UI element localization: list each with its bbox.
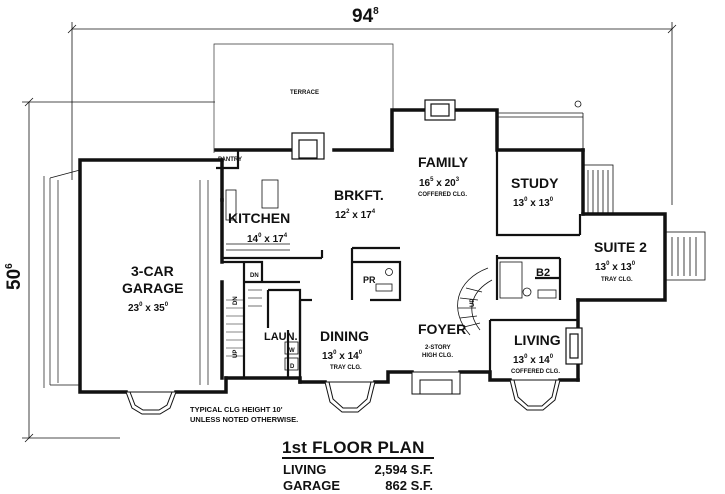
kitchen-counters [225,179,290,251]
study-label: STUDY [511,175,559,191]
brkft-label: BRKFT. [334,187,384,203]
living-label: LIVING [514,332,561,348]
study-size: 130 x 130 [513,197,554,209]
windows [497,100,584,150]
dining-note: TRAY CLG. [330,365,362,371]
ceiling-height-note: TYPICAL CLG HEIGHT 10' UNLESS NOTED OTHE… [190,405,298,425]
laundry-label: LAUN. [264,331,298,343]
width-dimension-label: 948 [352,6,379,27]
dining-label: DINING [320,328,369,344]
bay-windows [125,371,561,415]
note-line-1: TYPICAL CLG HEIGHT 10' [190,405,283,414]
living-size: 130 x 140 [513,354,554,366]
family-size: 165 x 203 [419,177,460,189]
area-name: LIVING [283,462,327,477]
area-name: GARAGE [283,478,341,493]
terrace-label: TERRACE [290,90,319,96]
dn-label-lower: DN [233,296,239,305]
garage-size: 230 x 350 [128,302,169,314]
suite2-label: SUITE 2 [594,239,647,255]
bath-fixtures [284,261,557,371]
depth-dimension-label: 506 [4,263,25,290]
kitchen-label: KITCHEN [228,210,290,226]
garage-label-2: GARAGE [122,280,183,296]
fireplace-icon [291,99,583,365]
suite2-size: 130 x 130 [595,261,636,273]
dryer-label: D [290,364,295,370]
b2-label: B2 [536,267,550,279]
area-row-living: LIVING 2,594 S.F. [283,462,433,478]
foyer-note-2: HIGH CLG. [422,353,453,359]
brkft-size: 122 x 174 [335,209,376,221]
suite2-note: TRAY CLG. [601,277,633,283]
garage-details [43,169,209,388]
terrace-outline [213,43,394,153]
straight-stairs [226,289,262,357]
up-label-stair: UP [233,350,239,358]
exterior-walls [78,108,667,394]
area-row-garage: GARAGE 862 S.F. [283,478,433,494]
dining-size: 130 x 140 [322,350,363,362]
garage-label: 3-CAR [131,263,174,279]
family-label: FAMILY [418,154,469,170]
pantry-label: PANTRY [218,157,242,163]
area-value: 862 S.F. [385,478,433,493]
width-dimension [67,22,677,205]
dn-label-upper: DN [250,273,259,279]
note-line-2: UNLESS NOTED OTHERWISE. [190,415,299,424]
kitchen-size: 140 x 174 [247,233,288,245]
curved-staircase [457,267,493,336]
family-note: COFFERED CLG. [418,192,467,198]
depth-dimension [22,97,215,443]
living-note: COFFERED CLG. [511,369,560,375]
foyer-note-1: 2-STORY [425,345,451,351]
title-underline [282,457,434,459]
foyer-label: FOYER [418,321,466,337]
plan-title: 1st FLOOR PLAN [282,438,425,457]
area-value: 2,594 S.F. [374,462,433,477]
washer-label: W [289,348,295,354]
powder-room-label: PR [363,275,376,285]
stair-steps-right [582,164,706,281]
area-table: LIVING 2,594 S.F. GARAGE 862 S.F. [283,462,433,494]
up-label-foyer: UP [470,299,476,307]
